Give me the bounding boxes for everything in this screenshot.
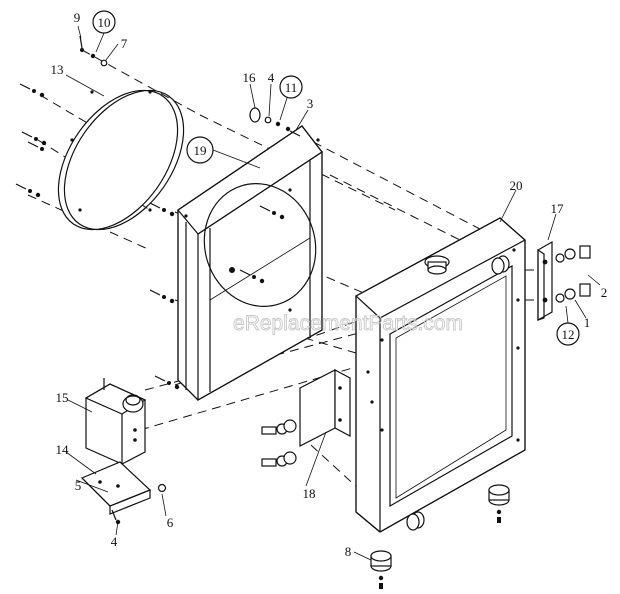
callout-11: 11 xyxy=(285,80,298,95)
callout-12: 12 xyxy=(562,327,575,342)
watermark-text: eReplacementParts.com xyxy=(233,312,463,335)
callout-circle-11 xyxy=(279,75,303,99)
shroud-bolts xyxy=(15,83,47,198)
callout-9: 9 xyxy=(74,10,81,25)
callout-7: 7 xyxy=(121,36,128,51)
callout-2: 2 xyxy=(601,285,608,300)
fan-frame-19 xyxy=(149,125,323,402)
callout-15: 15 xyxy=(56,390,69,405)
hardware-9-10-7 xyxy=(79,35,108,67)
radiator-20 xyxy=(354,217,527,533)
rubber-mounts-8 xyxy=(370,484,510,589)
fan-shroud-13 xyxy=(57,89,185,231)
callout-3: 3 xyxy=(307,96,314,111)
leader-lines xyxy=(65,25,601,561)
callout-16: 16 xyxy=(243,70,257,85)
callout-6: 6 xyxy=(167,515,174,530)
callout-14: 14 xyxy=(56,442,70,457)
hardware-1-2-12 xyxy=(555,245,591,303)
tank-bracket-14 xyxy=(80,461,167,525)
callout-13: 13 xyxy=(51,62,64,77)
callout-18: 18 xyxy=(303,486,316,501)
callout-8: 8 xyxy=(345,544,352,559)
callout-4-bottom: 4 xyxy=(111,534,118,549)
callout-4-top: 4 xyxy=(268,70,275,85)
callout-20: 20 xyxy=(510,178,523,193)
callout-5: 5 xyxy=(75,478,82,493)
bracket-18 xyxy=(261,369,351,467)
callout-19: 19 xyxy=(194,143,207,158)
callout-1: 1 xyxy=(584,315,591,330)
bracket-17 xyxy=(537,240,553,322)
overflow-tank-15 xyxy=(84,378,147,465)
hardware-16-4-11-3 xyxy=(249,107,301,137)
callout-10: 10 xyxy=(98,15,111,30)
callout-17: 17 xyxy=(551,201,565,216)
